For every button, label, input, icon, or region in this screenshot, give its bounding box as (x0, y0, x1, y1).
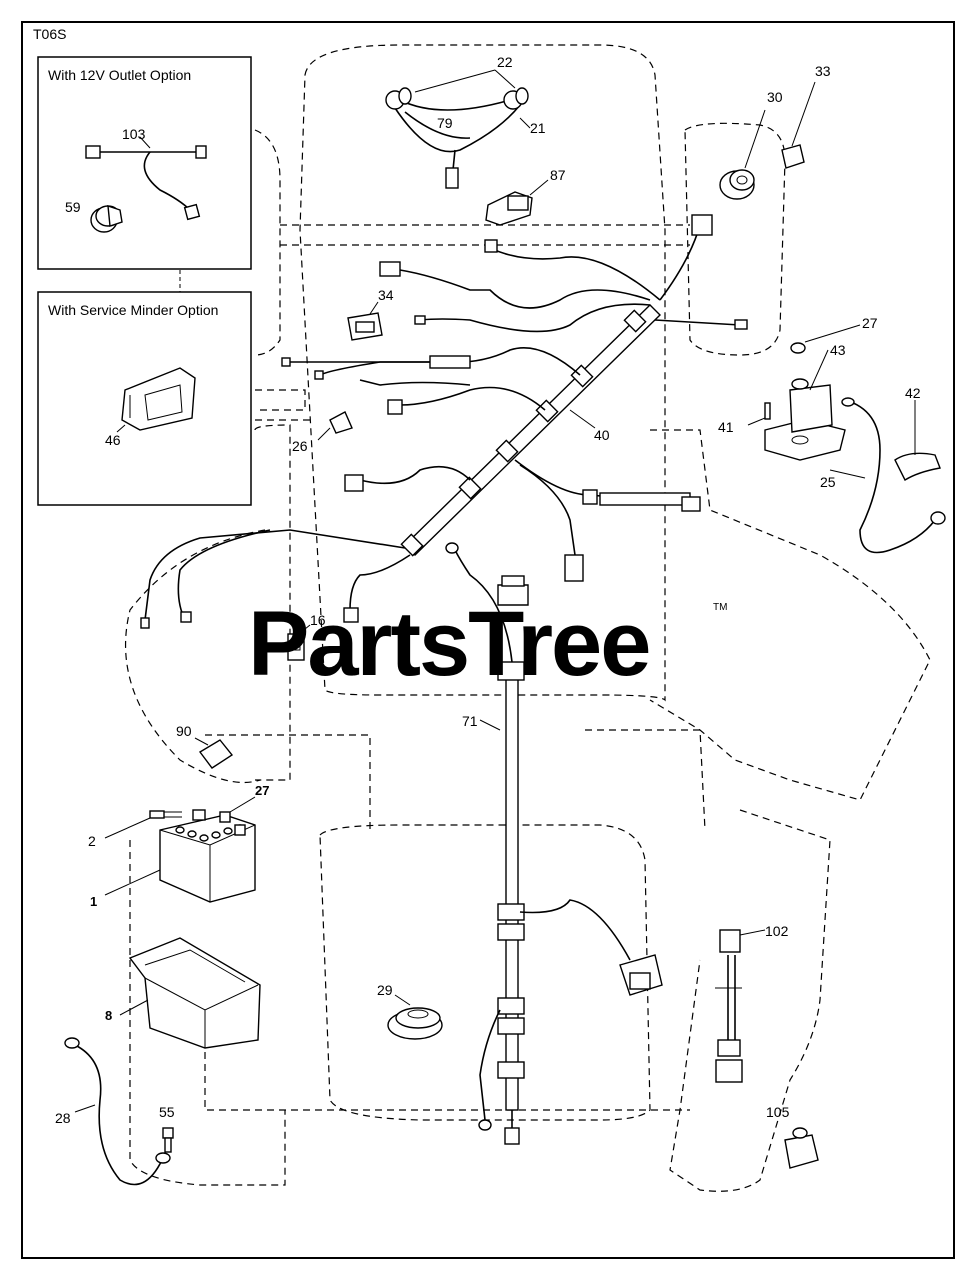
main-harness-40: 40 (140, 214, 748, 629)
label-102: 102 (765, 923, 789, 939)
label-28: 28 (55, 1110, 71, 1126)
headlight-harness: 22 79 21 (385, 54, 546, 189)
label-16: 16 (310, 612, 326, 628)
part-43-solenoid: 43 (764, 342, 846, 461)
part-28-cable: 28 (55, 1037, 171, 1186)
label-90: 90 (176, 723, 192, 739)
part-105-switch: 105 (766, 1104, 819, 1169)
label-40: 40 (594, 427, 610, 443)
watermark: PartsTree TM (248, 593, 727, 695)
label-25: 25 (820, 474, 836, 490)
harness-71: 71 (445, 542, 663, 1145)
label-30: 30 (767, 89, 783, 105)
label-41: 41 (718, 419, 734, 435)
watermark-text: PartsTree (248, 593, 649, 695)
label-87: 87 (550, 167, 566, 183)
part-8-battery-tray: 8 (105, 937, 261, 1049)
part-29-plug: 29 (377, 982, 443, 1040)
part-34-switch: 34 (347, 287, 394, 341)
label-2: 2 (88, 833, 96, 849)
part-25-cable: 25 (820, 397, 946, 554)
label-59: 59 (65, 199, 81, 215)
part-90-relay: 90 (176, 723, 234, 769)
part-26-fuse: 26 (292, 411, 353, 454)
part-30-ignition-switch: 30 (719, 89, 783, 200)
label-43: 43 (830, 342, 846, 358)
label-26: 26 (292, 438, 308, 454)
label-29: 29 (377, 982, 393, 998)
label-55: 55 (159, 1104, 175, 1120)
part-41-bolt: 41 (718, 402, 771, 435)
part-33-key: 33 (781, 63, 831, 169)
label-105: 105 (766, 1104, 790, 1120)
watermark-tm: TM (713, 602, 727, 613)
part-55-bolt: 55 (159, 1104, 175, 1153)
inset-box-service-minder: With Service Minder Option 46 (37, 291, 252, 506)
label-71: 71 (462, 713, 478, 729)
inset-title-service-minder: With Service Minder Option (48, 302, 218, 318)
label-33: 33 (815, 63, 831, 79)
part-2-bolt: 2 (88, 810, 182, 849)
label-42: 42 (905, 385, 921, 401)
part-16-connector: 16 (287, 612, 326, 661)
label-79: 79 (437, 115, 453, 131)
label-27-top: 27 (862, 315, 878, 331)
part-27-nut: 27 (790, 315, 878, 354)
diagram-code: T06S (33, 26, 66, 42)
part-102-switch-harness: 102 (715, 923, 789, 1083)
label-103: 103 (122, 126, 146, 142)
inset-box-12v: With 12V Outlet Option 103 59 (37, 56, 252, 270)
part-42-boot: 42 (894, 385, 941, 481)
part-27-nut-battery: 27 (192, 783, 269, 823)
label-8: 8 (105, 1008, 112, 1023)
label-27-battery: 27 (255, 783, 269, 798)
label-21: 21 (530, 120, 546, 136)
label-1: 1 (90, 894, 97, 909)
label-34: 34 (378, 287, 394, 303)
label-46: 46 (105, 432, 121, 448)
part-87-relay: 87 (485, 167, 566, 226)
tractor-outline (124, 44, 931, 1192)
part-1-battery: 1 (90, 814, 256, 909)
label-22: 22 (497, 54, 513, 70)
inset-title-12v: With 12V Outlet Option (48, 67, 191, 83)
